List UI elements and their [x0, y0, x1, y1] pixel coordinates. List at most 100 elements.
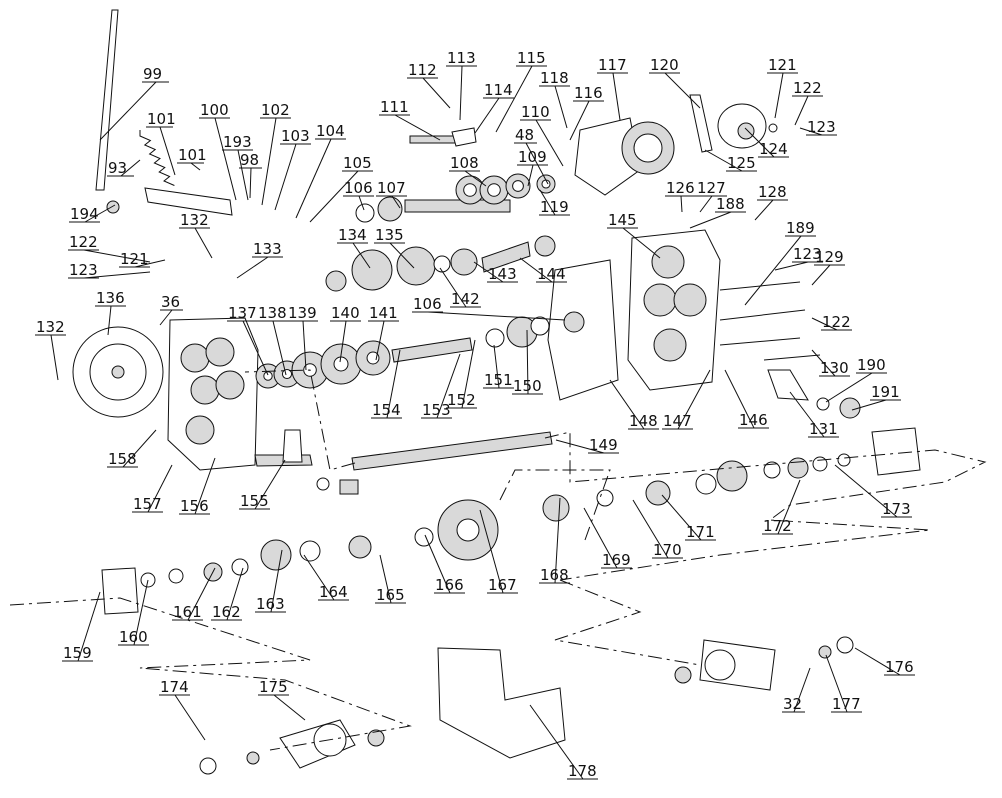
callout-leader: [375, 320, 385, 361]
callout-label: 132: [180, 211, 209, 229]
callout-leader: [422, 77, 451, 109]
callout: 189: [744, 219, 816, 306]
housing-bore-0: [180, 343, 210, 373]
callout-leader: [295, 138, 332, 219]
callout: 136: [95, 289, 126, 336]
callout-label: 157: [133, 495, 162, 513]
callout-label: 132: [36, 318, 65, 336]
callout: 177: [825, 654, 862, 713]
callout: 173: [834, 464, 912, 518]
callout: 105: [309, 154, 373, 223]
callout: 163: [255, 549, 286, 613]
callout-leader: [854, 647, 901, 676]
callout-leader: [254, 459, 286, 510]
callout-label: 125: [727, 154, 756, 172]
callout-leader: [799, 127, 823, 136]
callout-label: 113: [447, 49, 476, 67]
callout: 32: [782, 667, 811, 713]
callout-leader: [811, 349, 836, 377]
callout-leader: [793, 667, 811, 713]
callout: 122: [792, 79, 823, 126]
callout-leader: [794, 95, 809, 126]
callout-label: 122: [69, 233, 98, 251]
callout-label: 123: [793, 245, 822, 263]
callout-label: 127: [697, 179, 726, 197]
bearing-144: [534, 235, 556, 257]
bearing-150: [530, 316, 550, 336]
callout: 123: [799, 118, 837, 136]
callout-leader: [274, 143, 297, 211]
callout-label: 165: [376, 586, 405, 604]
callout: 106: [412, 295, 566, 321]
callout-label: 145: [608, 211, 637, 229]
callout-label: 174: [160, 678, 189, 696]
callout: 123: [68, 261, 151, 279]
callout: 119: [539, 189, 570, 216]
callout: 138: [257, 304, 288, 376]
callout-leader: [424, 534, 451, 594]
callout: 156: [179, 457, 216, 515]
callout-leader: [83, 249, 151, 263]
callout: 171: [661, 494, 716, 541]
shaft-154: [391, 337, 473, 363]
washer-151: [485, 328, 505, 348]
callout-label: 173: [882, 500, 911, 518]
callout: 155: [239, 459, 286, 510]
callout-leader: [249, 167, 252, 199]
gear-hub-1: [487, 183, 501, 197]
washer-106: [355, 203, 375, 223]
callout: 129: [811, 248, 845, 286]
callout-leader: [77, 591, 101, 662]
callout-leader: [539, 189, 556, 216]
callout-label: 126: [666, 179, 695, 197]
callout-label: 156: [180, 497, 209, 515]
callout-leader: [226, 567, 244, 621]
callout-label: 148: [629, 412, 658, 430]
callout: 100: [199, 101, 237, 201]
callout-label: 176: [885, 658, 914, 676]
callout-leader: [811, 264, 831, 286]
seal-176: [836, 636, 854, 654]
callout-label: 169: [602, 551, 631, 569]
callout-leader: [242, 320, 269, 376]
callout: 137: [227, 304, 269, 376]
pulley-hub-124: [737, 122, 755, 140]
callout-leader: [535, 119, 564, 167]
gear-171: [645, 480, 671, 506]
callout: 161: [172, 567, 216, 621]
callout: 114: [474, 81, 514, 134]
callout-leader: [187, 567, 216, 621]
callout: 153: [421, 353, 461, 419]
callout-label: 108: [450, 154, 479, 172]
gear-134: [351, 249, 393, 291]
row-gear-hub-0: [263, 371, 273, 381]
callout-leader: [190, 162, 201, 171]
callout-leader: [134, 259, 166, 268]
callout: 101: [146, 110, 176, 176]
callout: 169: [583, 507, 632, 569]
callout-label: 32: [783, 695, 802, 713]
callout: 103: [274, 127, 311, 211]
callout: 125: [704, 149, 757, 172]
callout-label: 189: [786, 219, 815, 237]
callout-leader: [851, 399, 887, 411]
centerline-2: [9, 597, 412, 751]
bearing-176: [674, 666, 692, 684]
shaft-107: [404, 199, 511, 213]
callout: 158: [107, 429, 157, 468]
callout: 140: [330, 304, 361, 363]
centerline-3: [499, 469, 611, 541]
hub-172: [716, 460, 748, 492]
cover-159: [101, 567, 139, 615]
callout-leader: [394, 114, 441, 141]
ring-173: [812, 456, 828, 472]
callout-leader: [358, 195, 365, 211]
washer-174: [199, 757, 217, 775]
callout-label: 104: [316, 122, 345, 140]
callout-label: 106: [344, 179, 373, 197]
bearing-177: [818, 645, 832, 659]
bushing-172: [763, 461, 781, 479]
callout-label: 153: [422, 401, 451, 419]
callout-leader: [391, 195, 401, 209]
nut-194: [106, 200, 120, 214]
